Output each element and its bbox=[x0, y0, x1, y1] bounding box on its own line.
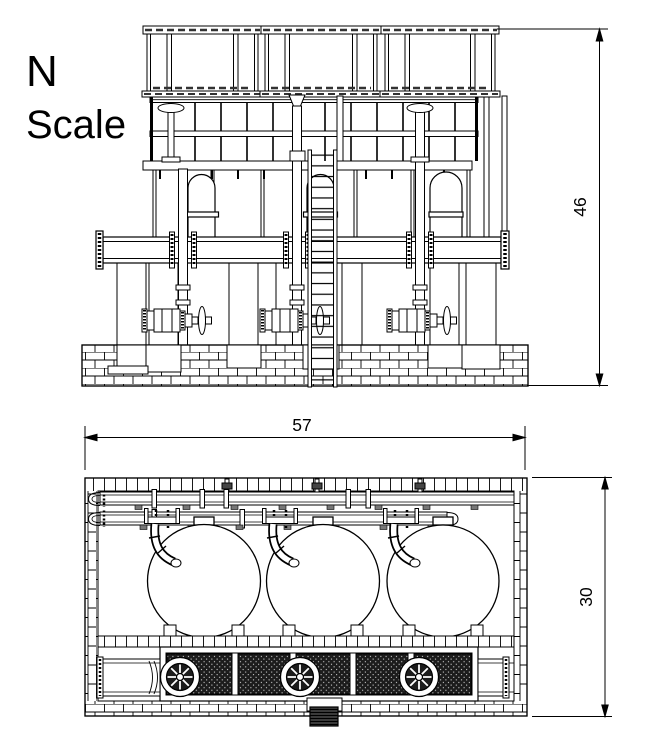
gate-valve-1 bbox=[141, 306, 212, 335]
access-ladder bbox=[307, 149, 338, 388]
vent-stack-icon bbox=[157, 103, 185, 163]
gate-valve-3 bbox=[386, 306, 457, 335]
front-elevation-view: 46 bbox=[81, 25, 608, 388]
pipe-run-a bbox=[99, 491, 515, 506]
arrowhead-down-icon bbox=[595, 373, 604, 388]
pipe-pier bbox=[427, 344, 463, 369]
fan-wheel-2 bbox=[279, 656, 321, 698]
dome-vessel-1 bbox=[187, 173, 216, 237]
dimension-height-value: 46 bbox=[570, 197, 590, 216]
bottom-outlet-stub bbox=[306, 697, 343, 727]
manifold-pipe bbox=[95, 230, 510, 270]
plan-tanks bbox=[146, 516, 500, 639]
vent-cap-icon bbox=[406, 103, 434, 113]
dome-vessel-3 bbox=[429, 171, 463, 237]
feed-assembly-2 bbox=[262, 508, 300, 568]
fan-wheel-1 bbox=[159, 656, 201, 698]
scale-label-line1: N bbox=[26, 47, 58, 96]
handwheel-icon bbox=[198, 306, 206, 335]
brick-foundation bbox=[81, 344, 529, 387]
pipe-pier bbox=[461, 344, 501, 370]
pipe-pier bbox=[144, 344, 182, 373]
tank-feed-assemblies bbox=[144, 508, 421, 568]
arrowhead-left-icon bbox=[83, 433, 98, 442]
under-tank-band bbox=[97, 635, 515, 648]
pipe-pier bbox=[226, 344, 262, 369]
handwheel-icon bbox=[443, 306, 451, 335]
feed-assembly-1 bbox=[144, 508, 182, 568]
dimension-height: 46 bbox=[497, 27, 608, 388]
side-channel-pipe-right bbox=[477, 656, 514, 699]
pipe-base-pad bbox=[107, 365, 149, 375]
dimension-width: 57 bbox=[83, 415, 527, 470]
drop-pipe-1 bbox=[169, 168, 197, 346]
dimension-depth-value: 30 bbox=[576, 587, 596, 607]
dimension-depth: 30 bbox=[532, 475, 612, 719]
tank-circle-3 bbox=[386, 524, 500, 638]
arrowhead-up-icon bbox=[601, 475, 609, 490]
deck-beam-right bbox=[334, 160, 473, 171]
fan-wheel-3 bbox=[398, 656, 440, 698]
elevated-tank-box-1 bbox=[141, 25, 264, 98]
u-bend-icon bbox=[87, 512, 101, 526]
scale-label-line2: Scale bbox=[26, 103, 126, 147]
tank-supports bbox=[163, 624, 484, 639]
plan-view: 57 bbox=[83, 415, 612, 727]
drop-pipe-3 bbox=[406, 103, 434, 346]
grating-pit bbox=[159, 646, 479, 702]
u-bend-icon bbox=[87, 492, 101, 506]
elevated-tank-box-3 bbox=[379, 25, 501, 98]
gate-valves bbox=[141, 306, 457, 335]
tank-circle-1 bbox=[146, 523, 262, 639]
dimension-width-value: 57 bbox=[292, 415, 311, 435]
arrowhead-right-icon bbox=[512, 433, 527, 442]
tank-circle-2 bbox=[265, 523, 381, 639]
side-channel-pipe-left bbox=[96, 656, 161, 699]
arrowhead-up-icon bbox=[595, 27, 604, 42]
elevated-tank-box-2 bbox=[259, 25, 383, 98]
arrowhead-down-icon bbox=[601, 704, 609, 719]
drop-pipes bbox=[169, 94, 434, 346]
feed-assembly-3 bbox=[383, 508, 421, 568]
